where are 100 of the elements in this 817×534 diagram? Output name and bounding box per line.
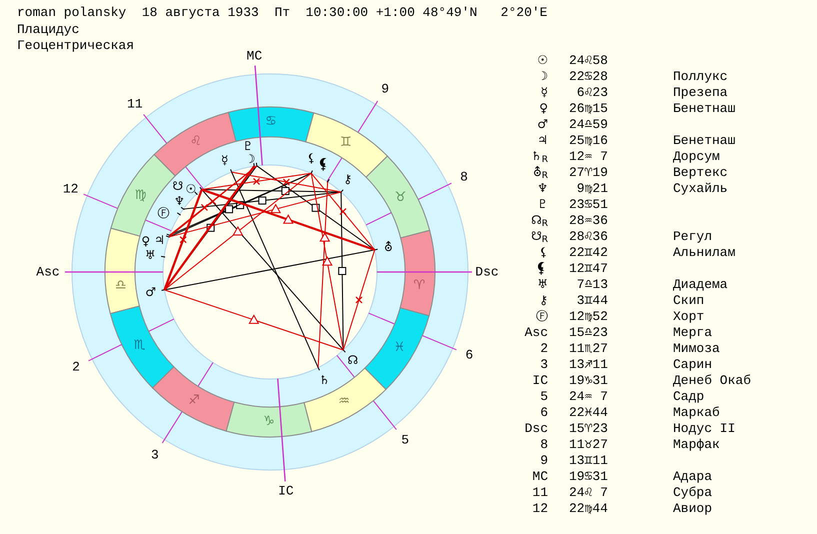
zodiac-position: 13♐11 xyxy=(568,356,608,372)
planet-glyph: ♃ xyxy=(154,234,165,246)
planet-glyph: ⛢$_{R}$ xyxy=(532,164,548,180)
zodiac-sign-glyph: ♑ xyxy=(263,414,275,429)
fixed-star-name: Диадема xyxy=(673,276,728,292)
planet-glyph: ☿ xyxy=(220,154,228,166)
planet-glyph: ⛢ xyxy=(384,240,393,253)
angle-label: Asc xyxy=(36,264,60,280)
zodiac-position: 19♋31 xyxy=(568,468,608,484)
cusp-label: 2 xyxy=(540,340,548,356)
planet-glyph: ☽ xyxy=(244,152,256,165)
house-number: 8 xyxy=(460,170,468,185)
cusp-label: 3 xyxy=(540,356,548,372)
zodiac-position: 22♋28 xyxy=(568,68,608,84)
planet-glyph: ⚷ xyxy=(539,292,548,308)
angle-label: MC xyxy=(246,48,262,64)
planet-glyph: ♄$_{R}$ xyxy=(530,148,548,164)
fixed-star-name: Поллукс xyxy=(673,68,728,84)
planet-glyph: ♀ xyxy=(141,235,150,248)
planet-glyph: ♂ xyxy=(537,116,548,132)
house-number: 12 xyxy=(62,181,78,196)
house-number: 6 xyxy=(465,348,474,363)
fixed-star-name: Субра xyxy=(673,484,712,500)
planet-glyph: ♂ xyxy=(145,286,156,298)
house-number: 2 xyxy=(72,359,80,374)
zodiac-position: 22♓44 xyxy=(568,404,608,420)
planet-glyph: ♆ xyxy=(174,195,185,208)
fixed-star-name: Регул xyxy=(673,228,712,244)
zodiac-sign-glyph: ♈ xyxy=(413,279,426,294)
zodiac-sign-glyph: ♍ xyxy=(134,189,146,204)
cusp-label: MC xyxy=(532,468,548,484)
planet-glyph: ☉ xyxy=(537,52,548,68)
zodiac-position: 19♑31 xyxy=(568,372,608,388)
zodiac-sign-glyph: ♐ xyxy=(188,394,200,408)
zodiac-position: 11♏27 xyxy=(568,340,608,356)
zodiac-position: 24♌58 xyxy=(568,52,608,68)
zodiac-position: 25♍16 xyxy=(568,132,608,148)
planet-glyph: ♇ xyxy=(537,196,548,212)
cusp-label: 8 xyxy=(540,436,548,452)
planet-glyph: ⚸ xyxy=(539,244,548,260)
planet-glyph: ☊$_{R}$ xyxy=(531,212,548,228)
planet-glyph: ☋$_{R}$ xyxy=(531,228,548,244)
fixed-star-name: Хорт xyxy=(673,308,704,324)
house-number: 11 xyxy=(127,96,143,112)
zodiac-position: 22♊42 xyxy=(568,244,608,260)
zodiac-position: 7♎13 xyxy=(576,276,608,292)
zodiac-position: 13♊11 xyxy=(568,452,608,468)
planet-glyph: ☊ xyxy=(348,354,358,366)
planet-glyph: ♆ xyxy=(537,180,548,196)
planet-glyph: Ⓕ xyxy=(157,206,170,219)
planet-glyph: ♃ xyxy=(537,132,548,148)
cusp-label: 9 xyxy=(540,452,548,468)
zodiac-sign-glyph: ♓ xyxy=(394,340,406,355)
planet-glyph: ♀ xyxy=(539,100,548,116)
zodiac-position: 23♋51 xyxy=(568,196,608,212)
fixed-star-name: Денеб Окаб xyxy=(673,372,752,388)
fixed-star-name: Скип xyxy=(673,292,704,308)
zodiac-sign-glyph: ♌ xyxy=(190,134,202,149)
planet-glyph: ♅ xyxy=(144,248,156,261)
planet-glyph: ☿ xyxy=(540,84,548,100)
cusp-label: Asc xyxy=(524,324,548,340)
zodiac-position: 26♍15 xyxy=(568,100,608,116)
fixed-star-name: Мерга xyxy=(673,324,712,340)
zodiac-position: 12♒ 7 xyxy=(568,148,608,164)
zodiac-position: 28♌36 xyxy=(568,228,608,244)
zodiac-position: 27♈19 xyxy=(568,164,608,180)
fixed-star-name: Бенетнаш xyxy=(673,132,736,148)
planet-glyph: ♄ xyxy=(319,374,330,386)
fixed-star-name: Презепа xyxy=(673,84,728,100)
zodiac-sign-glyph: ♏ xyxy=(134,339,146,354)
fixed-star-name: Бенетнаш xyxy=(673,100,736,116)
fixed-star-name: Маркаб xyxy=(673,404,720,420)
fixed-star-name: Садр xyxy=(673,388,704,404)
planet-glyph: ☋ xyxy=(172,180,184,192)
cusp-label: IC xyxy=(532,372,548,388)
house-number: 3 xyxy=(150,447,159,462)
zodiac-position: 24♎59 xyxy=(568,116,608,132)
fixed-star-name: Адара xyxy=(673,468,712,484)
zodiac-position: 9♍21 xyxy=(576,180,608,196)
chart-header: roman polansky 18 августа 1933 Пт 10:30:00 +1:00 48°49'N 2°20'E xyxy=(17,4,548,20)
house-system-label: Плацидус xyxy=(17,22,80,36)
cusp-label: 11 xyxy=(532,484,548,500)
cusp-label: 5 xyxy=(540,388,548,404)
zodiac-position: 24♌ 7 xyxy=(568,484,608,500)
fixed-star-name: Вертекс xyxy=(673,164,728,180)
planet-glyph: ⚸ xyxy=(306,152,316,164)
zodiac-position: 6♌23 xyxy=(576,84,608,100)
zodiac-sign-glyph: ♎ xyxy=(114,279,127,294)
house-number: 5 xyxy=(401,432,410,448)
zodiac-sign-glyph: ♒ xyxy=(338,395,350,410)
zodiac-position: 24♒ 7 xyxy=(568,388,608,404)
zodiac-position: 11♉27 xyxy=(568,436,608,452)
cusp-label: Dsc xyxy=(524,420,548,436)
zodiac-position: 15♎23 xyxy=(568,324,608,340)
zodiac-position: 3♊44 xyxy=(576,292,608,308)
fixed-star-name: Мимоза xyxy=(673,340,720,356)
fixed-star-name: Дорсум xyxy=(673,148,720,164)
angle-label: IC xyxy=(278,484,294,499)
planet-glyph: ☉ xyxy=(185,182,196,195)
house-number: 9 xyxy=(381,82,389,97)
